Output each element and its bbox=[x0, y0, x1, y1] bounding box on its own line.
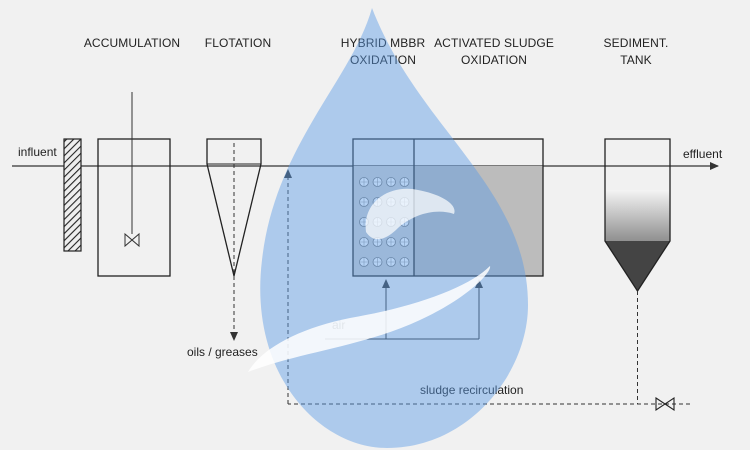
oils-greases-label: oils / greases bbox=[187, 345, 258, 359]
mbbr-carrier-cross bbox=[400, 257, 409, 267]
flotation-heading: FLOTATION bbox=[205, 36, 271, 50]
activated-sludge-fill bbox=[414, 166, 543, 276]
mbbr-carrier-cross bbox=[386, 237, 396, 247]
accumulation-heading: ACCUMULATION bbox=[84, 36, 180, 50]
activated-oxidation-heading: OXIDATION bbox=[461, 53, 527, 67]
drop-swoosh-lower bbox=[248, 266, 491, 372]
activated-sludge-heading: ACTIVATED SLUDGE bbox=[434, 36, 554, 50]
mbbr-carrier-cross bbox=[359, 197, 369, 207]
screen-grid bbox=[63, 138, 82, 252]
sludge-recirculation-label: sludge recirculation bbox=[420, 383, 523, 397]
sludge-hopper bbox=[605, 241, 670, 291]
hybrid-oxidation-heading: OXIDATION bbox=[350, 53, 416, 67]
sedimentation-tank bbox=[604, 138, 671, 293]
mbbr-carrier-cross bbox=[386, 177, 396, 187]
drop-swoosh-upper bbox=[365, 188, 455, 240]
mbbr-carrier-cross bbox=[373, 257, 382, 267]
water-drop-watermark bbox=[248, 8, 528, 448]
mbbr-carrier-cross bbox=[400, 177, 409, 187]
mbbr-carrier-cross bbox=[400, 237, 409, 247]
influent-label: influent bbox=[18, 145, 57, 159]
mixer-icon bbox=[124, 232, 140, 248]
oxidation-tank bbox=[352, 138, 544, 277]
hybrid-mbbr-heading: HYBRID MBBR bbox=[341, 36, 426, 50]
effluent-label: effluent bbox=[683, 147, 723, 161]
valve-icon bbox=[655, 396, 675, 412]
accumulation-tank bbox=[97, 138, 171, 277]
mbbr-carrier-cross bbox=[359, 237, 369, 247]
tank-heading: TANK bbox=[620, 53, 652, 67]
mbbr-carrier-cross bbox=[359, 177, 369, 187]
sediment-heading: SEDIMENT. bbox=[604, 36, 669, 50]
mbbr-carrier-cross bbox=[386, 257, 396, 267]
flotation-unit bbox=[206, 138, 262, 277]
mbbr-carrier-cross bbox=[373, 177, 382, 187]
mbbr-carrier-cross bbox=[359, 257, 369, 267]
